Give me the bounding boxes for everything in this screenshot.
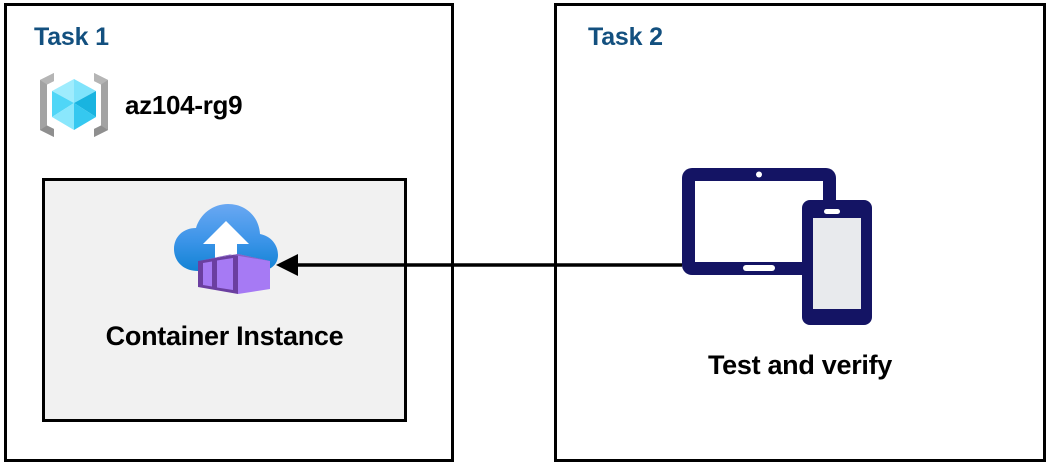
test-and-verify-label: Test and verify (707, 350, 893, 380)
panel-task-1-title: Task 1 (34, 23, 109, 51)
panel-task-2-title: Task 2 (588, 23, 663, 51)
azure-container-instance-icon (173, 204, 278, 294)
container-instance-box: Container Instance (42, 178, 407, 422)
panel-task-1: Task 1 az104-rg9 (4, 3, 454, 462)
azure-resource-group-icon (40, 73, 108, 137)
resource-group-row: az104-rg9 (35, 68, 243, 142)
devices-tablet-phone-icon (682, 168, 872, 325)
resource-group-name: az104-rg9 (125, 89, 243, 120)
container-instance-label: Container Instance (105, 321, 344, 351)
